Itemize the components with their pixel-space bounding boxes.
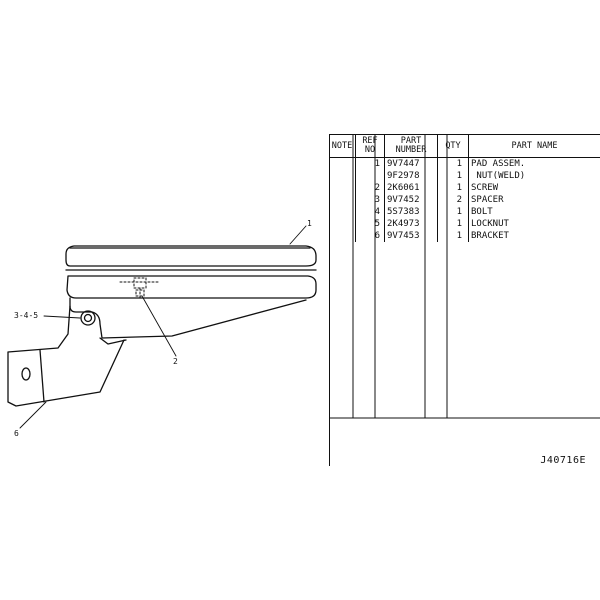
- cell-part-number: 5S7383: [384, 206, 438, 218]
- bracket-flange: [99, 337, 127, 345]
- cell-qty: 1: [437, 182, 469, 194]
- cell-qty: 1: [437, 170, 469, 182]
- cell-qty: 1: [437, 206, 469, 218]
- cell-part-number: 2K4973: [384, 218, 438, 230]
- table-row: 4 5S7383 1 BOLT: [329, 206, 600, 218]
- cell-part-name: NUT(WELD): [468, 170, 600, 182]
- cell-part-name: LOCKNUT: [468, 218, 600, 230]
- cell-ref: 1: [355, 157, 385, 170]
- bracket-hole: [21, 367, 31, 381]
- cell-ref: 4: [355, 206, 385, 218]
- cell-part-name: SCREW: [468, 182, 600, 194]
- header-part-number: PART NUMBER: [384, 134, 438, 158]
- cell-qty: 1: [437, 230, 469, 242]
- cell-ref: 3: [355, 194, 385, 206]
- cell-qty: 1: [437, 157, 469, 170]
- leader-bracket: [19, 401, 47, 429]
- leader-pad: [289, 225, 307, 245]
- header-ref-no: REF NO: [355, 134, 385, 158]
- bolt-head-inner: [83, 313, 93, 323]
- leader-bolt: [43, 315, 81, 319]
- table-row: 9F2978 1 NUT(WELD): [329, 170, 600, 182]
- bolt-head: [80, 310, 96, 326]
- cell-part-number: 9V7453: [384, 230, 438, 242]
- cell-part-name: SPACER: [468, 194, 600, 206]
- cell-ref: 5: [355, 218, 385, 230]
- callout-bracket: 6: [14, 429, 19, 438]
- table-row: 6 9V7453 1 BRACKET: [329, 230, 600, 242]
- bracket-arm: [7, 305, 125, 407]
- table-row: 3 9V7452 2 SPACER: [329, 194, 600, 206]
- bracket-arm-inner: [39, 349, 45, 403]
- table-row: 1 9V7447 1 PAD ASSEM.: [329, 157, 600, 170]
- header-part-name: PART NAME: [468, 134, 600, 158]
- callout-bolt-group: 3-4-5: [14, 311, 39, 320]
- cell-part-name: BOLT: [468, 206, 600, 218]
- cell-part-number: 9F2978: [384, 170, 438, 182]
- table-row: 2 2K6061 1 SCREW: [329, 182, 600, 194]
- header-ref-no-text: REF NO: [362, 136, 378, 155]
- header-note: NOTE: [329, 134, 356, 158]
- drawing-id: J40716E: [540, 455, 586, 466]
- cell-part-name: PAD ASSEM.: [468, 157, 600, 170]
- exploded-drawing: [7, 225, 317, 429]
- pad-top-cushion: [65, 245, 317, 267]
- cell-part-number: 2K6061: [384, 182, 438, 194]
- pad-lower-cushion: [66, 275, 317, 299]
- cell-part-name: BRACKET: [468, 230, 600, 242]
- callout-screw: 2: [173, 357, 178, 366]
- cell-qty: 2: [437, 194, 469, 206]
- header-part-number-text: PART NUMBER: [395, 136, 427, 155]
- leader-screw: [141, 295, 177, 357]
- cell-ref: [355, 170, 385, 182]
- cell-qty: 1: [437, 218, 469, 230]
- parts-table: NOTE REF NO PART NUMBER QTY PART NAME 1 …: [329, 134, 600, 466]
- bracket-body: [69, 297, 307, 339]
- table-header-row: NOTE REF NO PART NUMBER QTY PART NAME: [329, 134, 600, 158]
- cell-part-number: 9V7452: [384, 194, 438, 206]
- callout-pad: 1: [307, 219, 312, 228]
- cell-ref: 6: [355, 230, 385, 242]
- cell-part-number: 9V7447: [384, 157, 438, 170]
- table-row: 5 2K4973 1 LOCKNUT: [329, 218, 600, 230]
- header-qty: QTY: [437, 134, 469, 158]
- cell-ref: 2: [355, 182, 385, 194]
